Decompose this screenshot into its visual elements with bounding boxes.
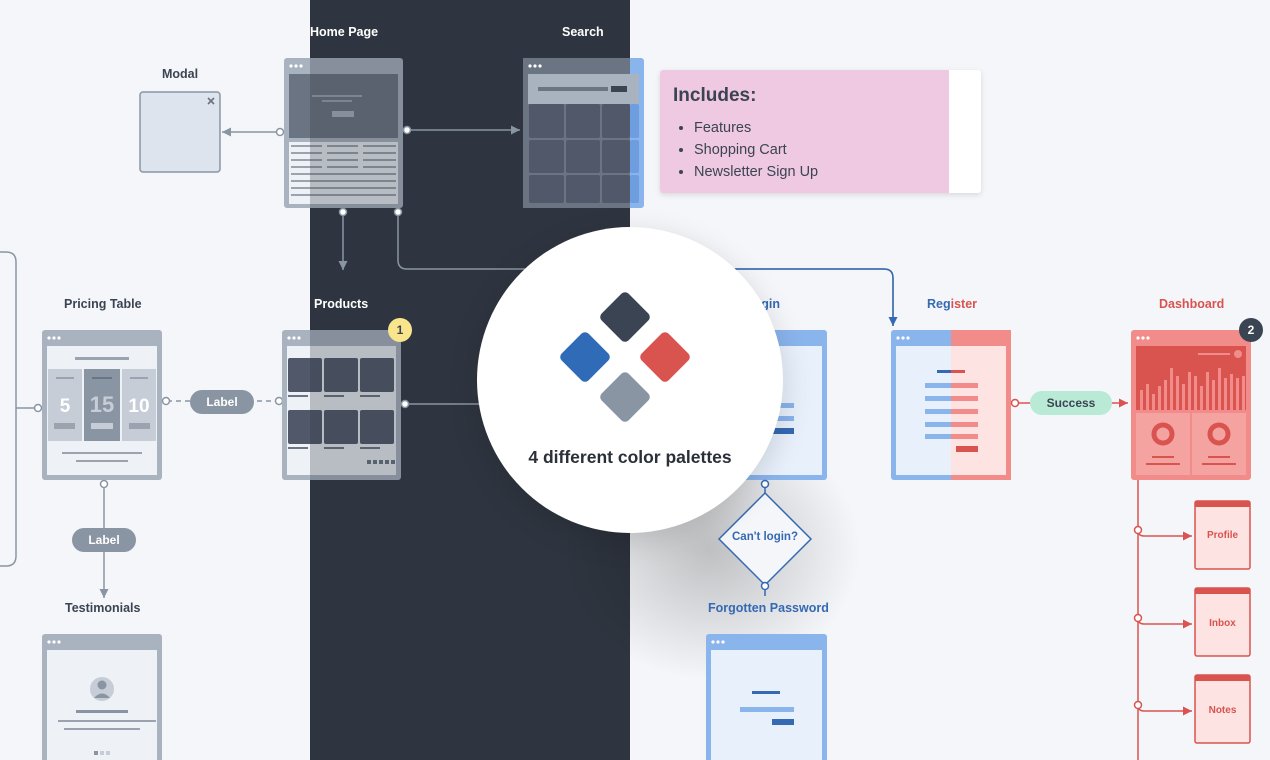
badge-one: 1 — [388, 318, 412, 342]
products-window — [282, 330, 401, 480]
note-item: Features — [694, 117, 818, 139]
badge-two: 2 — [1239, 318, 1263, 342]
note-item: Shopping Cart — [694, 139, 818, 161]
testimonials-title: Testimonials — [65, 601, 141, 615]
decision-label: Can't login? — [732, 531, 798, 543]
note-title: Includes: — [673, 85, 757, 106]
search-title: Search — [562, 25, 604, 39]
dashboard-to-inbox — [1137, 617, 1192, 629]
note-item: Newsletter Sign Up — [694, 161, 818, 183]
inbox-label: Inbox — [1209, 618, 1236, 629]
register-title-part2: ister — [950, 297, 978, 311]
sticky-note: Includes: Features Shopping Cart Newslet… — [660, 70, 981, 193]
profile-label: Profile — [1206, 530, 1239, 541]
search-window — [523, 58, 644, 208]
modal-window — [139, 91, 221, 173]
price-5: 5 — [60, 396, 71, 417]
success-pill[interactable]: Success — [1030, 391, 1112, 415]
pricing-table-window: 5 15 10 — [42, 330, 162, 480]
profile-window — [1194, 500, 1251, 570]
dashboard-to-profile — [1137, 529, 1192, 541]
dashboard-window — [1131, 330, 1251, 480]
register-title: Register — [927, 297, 977, 311]
left-bracket — [0, 251, 17, 567]
price-15: 15 — [90, 392, 114, 417]
note-list: Features Shopping Cart Newsletter Sign U… — [674, 117, 818, 183]
inbox-window — [1194, 587, 1251, 657]
callout-text: 4 different color palettes — [528, 447, 732, 467]
notes-label: Notes — [1208, 705, 1237, 716]
connector-label-horizontal[interactable]: Label — [190, 390, 254, 414]
price-10: 10 — [128, 396, 149, 417]
sticky-note-fill — [660, 70, 949, 193]
pricing-table-title: Pricing Table — [64, 297, 142, 311]
dashboard-to-notes — [1137, 704, 1192, 716]
home-page-window — [284, 58, 403, 208]
forgotten-password-title: Forgotten Password — [708, 601, 829, 615]
register-title-part1: Reg — [927, 297, 951, 311]
notes-window — [1194, 674, 1251, 744]
testimonials-window — [42, 634, 162, 760]
home-page-title: Home Page — [310, 25, 379, 39]
products-title: Products — [314, 297, 369, 311]
palette-callout: 4 different color palettes — [477, 227, 783, 533]
palette-icon — [560, 292, 690, 422]
modal-title: Modal — [162, 67, 199, 81]
dashboard-title: Dashboard — [1159, 297, 1225, 311]
connector-label-vertical[interactable]: Label — [72, 528, 136, 552]
register-window — [891, 330, 1011, 480]
forgotten-password-window — [706, 634, 827, 760]
